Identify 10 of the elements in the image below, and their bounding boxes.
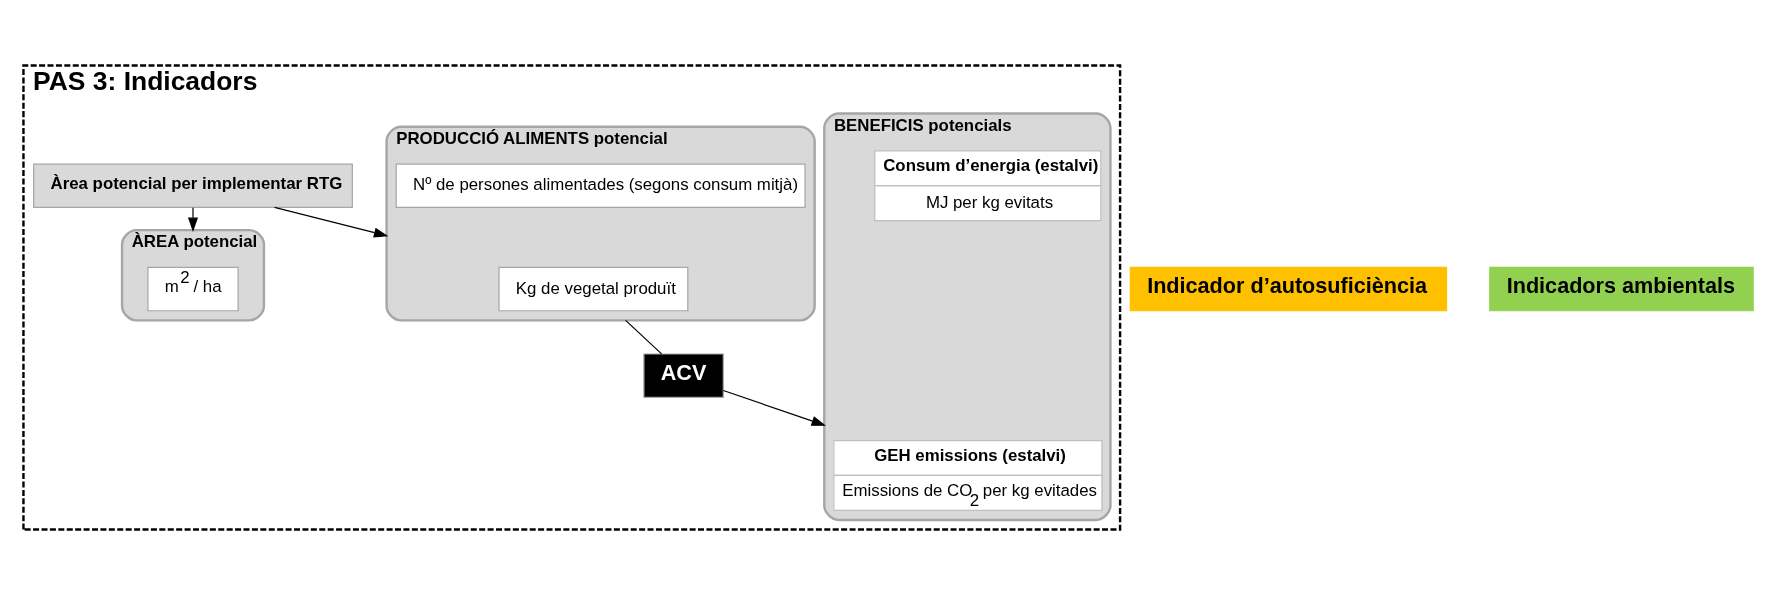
node-box: Àrea potencial per implementar RTG [33, 163, 353, 208]
node-box: Kg de vegetal produït [498, 266, 689, 312]
arrow [273, 206, 389, 238]
node-box: ACV [643, 353, 724, 398]
node-box: Indicadors ambientals [1489, 266, 1754, 312]
connector [625, 319, 663, 355]
arrow [187, 207, 199, 232]
node-box: Nº de persones alimentades (segons consum mitjà) [395, 163, 806, 208]
node-box: Indicador d’autosuficiència [1129, 266, 1448, 312]
arrow [722, 389, 826, 426]
